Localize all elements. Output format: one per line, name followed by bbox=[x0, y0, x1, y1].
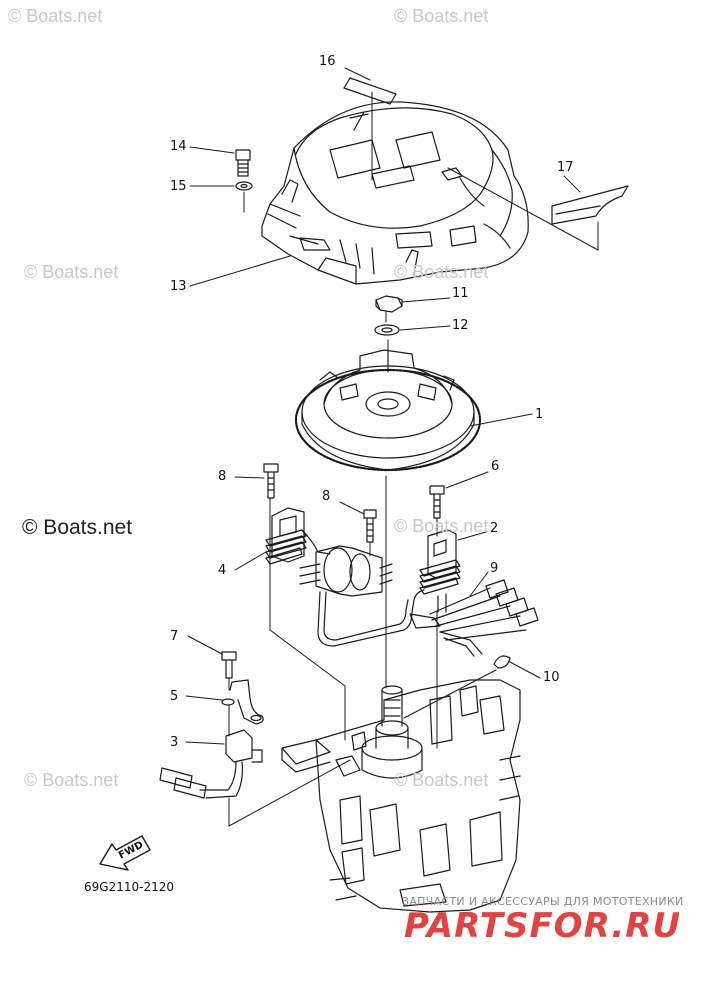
watermark: © Boats.net bbox=[8, 6, 103, 26]
watermark: © Boats.net bbox=[24, 770, 119, 790]
callout-10: 10 bbox=[543, 670, 560, 685]
decal-label bbox=[343, 77, 397, 105]
callout-11: 11 bbox=[452, 286, 469, 301]
fwd-arrow bbox=[99, 835, 151, 871]
diagram-code: 69G2110-2120 bbox=[84, 880, 174, 894]
watermark: © Boats.net bbox=[394, 262, 489, 282]
bolt-8-left bbox=[263, 463, 279, 499]
nut-11 bbox=[375, 295, 403, 313]
pulser-coil bbox=[419, 529, 461, 613]
sensor-3 bbox=[159, 729, 263, 799]
callout-1: 1 bbox=[535, 407, 544, 422]
watermark: © Boats.net bbox=[24, 262, 119, 282]
callout-16: 16 bbox=[319, 54, 336, 69]
side-strip bbox=[551, 185, 629, 225]
callout-12: 12 bbox=[452, 318, 469, 333]
callout-3: 3 bbox=[170, 735, 179, 750]
callout-15: 15 bbox=[170, 179, 187, 194]
callout-17: 17 bbox=[557, 160, 574, 175]
coil-wiring bbox=[317, 589, 441, 647]
crankshaft-end bbox=[361, 685, 423, 779]
callout-6: 6 bbox=[491, 459, 500, 474]
lighting-coil bbox=[299, 545, 393, 597]
callout-2: 2 bbox=[490, 521, 499, 536]
callout-8-right: 8 bbox=[322, 489, 331, 504]
wire-harness bbox=[429, 579, 539, 657]
callout-13: 13 bbox=[170, 279, 187, 294]
callout-4: 4 bbox=[218, 563, 227, 578]
washer-15 bbox=[235, 181, 253, 191]
screw-7 bbox=[221, 651, 237, 679]
callout-14: 14 bbox=[170, 139, 187, 154]
bolt-6 bbox=[429, 485, 445, 519]
leader-lines bbox=[185, 67, 599, 827]
bolt-8-right bbox=[363, 509, 377, 543]
watermark: © Boats.net bbox=[394, 770, 489, 790]
brand-logo: PARTSFOR.RU bbox=[404, 906, 682, 946]
callout-8-left: 8 bbox=[218, 469, 227, 484]
brand-tagline: ЗАПЧАСТИ И АКСЕССУАРЫ ДЛЯ МОТОТЕХНИКИ bbox=[402, 895, 684, 908]
callout-9: 9 bbox=[490, 561, 499, 576]
charge-coil bbox=[265, 507, 331, 565]
watermark: © Boats.net bbox=[394, 516, 489, 536]
washer-12 bbox=[374, 324, 400, 336]
clip-10 bbox=[493, 655, 511, 669]
callout-5: 5 bbox=[170, 689, 179, 704]
flywheel-cover bbox=[261, 101, 529, 285]
bolt-14 bbox=[235, 149, 251, 177]
watermark-bold: © Boats.net bbox=[22, 516, 133, 539]
bracket-5 bbox=[221, 679, 264, 725]
watermark: © Boats.net bbox=[394, 6, 489, 26]
callout-7: 7 bbox=[170, 629, 179, 644]
cylinder-block bbox=[281, 679, 521, 913]
